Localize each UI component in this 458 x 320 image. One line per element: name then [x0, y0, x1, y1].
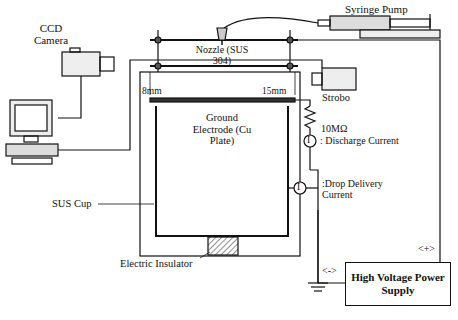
insulator [208, 237, 238, 255]
chamber [140, 72, 300, 256]
meter-symbol: I [307, 135, 310, 145]
value-label: 10MΩ [321, 123, 347, 134]
box-text: High Voltage Power Supply [346, 271, 450, 296]
computer [6, 100, 58, 164]
nozzle [217, 28, 227, 45]
meter-symbol: I [297, 182, 300, 192]
part-label: SUS Cup [52, 198, 91, 210]
resistor-symbol [305, 106, 315, 135]
part-label: Syringe Pump [345, 3, 408, 15]
dimension: 15mm [262, 86, 286, 96]
dimension: 8mm [142, 86, 162, 96]
leader-line [200, 252, 210, 258]
strobo [312, 68, 356, 90]
signal-name: : Discharge Current [320, 135, 399, 146]
part-label: Strobo [322, 92, 350, 104]
syringe-pump [224, 14, 440, 38]
ammeter [304, 135, 316, 147]
power-supply-box: High Voltage Power Supply [345, 262, 451, 306]
signal-name: :Drop Delivery Current [322, 178, 414, 200]
part-label: Electric Insulator [120, 258, 193, 270]
terminal-label: <-> [322, 265, 337, 276]
ccd-camera [62, 48, 114, 76]
cu-plate [150, 98, 295, 102]
ammeter [294, 182, 306, 194]
part-label: Ground Electrode (Cu Plate) [190, 112, 254, 147]
sus-cup [156, 106, 288, 236]
leader-line [98, 204, 154, 205]
wire [58, 40, 440, 291]
part-label: Nozzle (SUS 304) [190, 44, 254, 66]
terminal-label: <+> [418, 243, 435, 254]
part-label: CCD Camera [30, 22, 72, 46]
